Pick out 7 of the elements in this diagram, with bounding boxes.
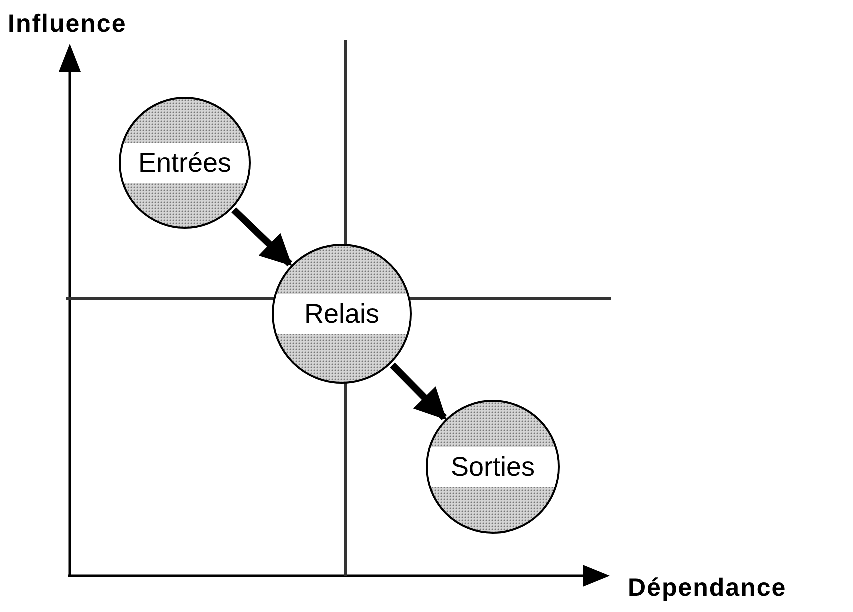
arrow — [232, 208, 293, 267]
axis-label: Dépendance — [628, 574, 787, 603]
node-label: Sorties — [428, 447, 558, 487]
node-label: Entrées — [121, 143, 249, 183]
arrow — [390, 362, 448, 420]
node-label: Relais — [274, 294, 410, 334]
axis-label: Influence — [8, 10, 127, 39]
